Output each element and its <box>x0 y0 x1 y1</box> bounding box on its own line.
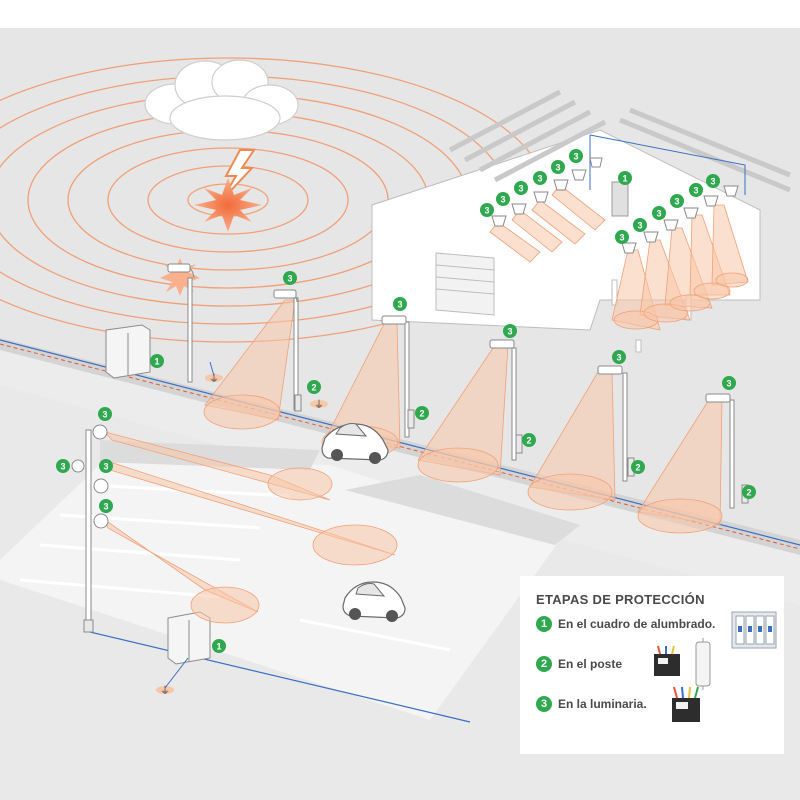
svg-text:3: 3 <box>555 163 560 173</box>
svg-text:3: 3 <box>397 300 402 310</box>
svg-text:3: 3 <box>103 462 108 472</box>
svg-text:⏚: ⏚ <box>209 373 219 385</box>
svg-text:3: 3 <box>518 184 523 194</box>
svg-text:1: 1 <box>622 174 627 184</box>
legend-item-label: En el cuadro de alumbrado. <box>558 617 716 631</box>
svg-text:3: 3 <box>693 186 698 196</box>
legend-item-label: En el poste <box>558 657 623 671</box>
din-rail-surge-protector-icon <box>731 611 777 649</box>
stage-1-badge: 1 <box>536 616 552 632</box>
badge-stage-3: 3 <box>533 171 547 185</box>
badge-stage-3: 3 <box>652 206 666 220</box>
badge-stage-3: 3 <box>722 376 736 390</box>
svg-text:3: 3 <box>484 206 489 216</box>
protection-stages-legend: ETAPAS DE PROTECCIÓN 1 En el cuadro de a… <box>520 576 784 754</box>
badge-stage-3: 3 <box>569 149 583 163</box>
svg-text:3: 3 <box>507 327 512 337</box>
stage-2-badge: 2 <box>536 656 552 672</box>
badge-stage-2: 2 <box>631 460 645 474</box>
badge-stage-3: 3 <box>283 271 297 285</box>
badge-stage-2: 2 <box>742 485 756 499</box>
svg-text:2: 2 <box>635 463 640 473</box>
car-in-parking <box>342 581 406 622</box>
badge-stage-3: 3 <box>633 218 647 232</box>
badge-stage-3: 3 <box>480 203 494 217</box>
svg-text:2: 2 <box>311 383 316 393</box>
badge-stage-2: 2 <box>307 380 321 394</box>
lighting-cabinet-top <box>105 324 151 379</box>
pole-surge-module-icon <box>654 645 680 676</box>
legend-title: ETAPAS DE PROTECCIÓN <box>536 592 705 607</box>
badge-stage-2: 2 <box>415 406 429 420</box>
svg-text:3: 3 <box>726 379 731 389</box>
badge-stage-3: 3 <box>706 174 720 188</box>
svg-text:3: 3 <box>102 410 107 420</box>
badge-stage-3: 3 <box>551 160 565 174</box>
badge-stage-1: 1 <box>150 354 164 368</box>
svg-text:3: 3 <box>500 195 505 205</box>
badge-stage-1: 1 <box>212 639 226 653</box>
badge-stage-3: 3 <box>393 297 407 311</box>
lighting-cabinet-bottom <box>167 611 211 665</box>
interior-lamps <box>491 157 739 254</box>
pole-surge-cartridge-icon <box>695 638 711 690</box>
legend-item-stage-3: 3 En la luminaria. <box>536 696 647 712</box>
badge-stage-3: 3 <box>99 499 113 513</box>
badge-stage-3: 3 <box>615 230 629 244</box>
badge-stage-3: 3 <box>514 181 528 195</box>
storm-cloud <box>144 59 299 141</box>
svg-text:3: 3 <box>287 274 292 284</box>
badge-stage-3: 3 <box>612 350 626 364</box>
svg-text:2: 2 <box>526 436 531 446</box>
badge-stage-3: 3 <box>496 192 510 206</box>
legend-item-label: En la luminaria. <box>558 697 647 711</box>
svg-text:1: 1 <box>154 357 159 367</box>
svg-text:⏚: ⏚ <box>160 685 170 697</box>
badge-stage-3: 3 <box>670 194 684 208</box>
svg-text:3: 3 <box>656 209 661 219</box>
street-light-poles <box>71 263 735 631</box>
svg-text:3: 3 <box>619 233 624 243</box>
badge-stage-2: 2 <box>522 433 536 447</box>
svg-text:3: 3 <box>103 502 108 512</box>
svg-text:⏚: ⏚ <box>314 399 324 411</box>
badge-stage-3: 3 <box>98 407 112 421</box>
protection-stage-badges: 1 1 1 2 2 2 2 2 3 3 3 3 3 3 3 3 3 3 3 3 … <box>56 149 756 653</box>
badge-stage-3: 3 <box>99 459 113 473</box>
badge-stage-3: 3 <box>689 183 703 197</box>
ground-electrodes: ⏚ ⏚ ⏚ <box>156 373 328 697</box>
svg-text:2: 2 <box>419 409 424 419</box>
svg-text:2: 2 <box>746 488 751 498</box>
stage-3-badge: 3 <box>536 696 552 712</box>
luminaire-surge-module-icon <box>672 686 700 722</box>
building-light-cones <box>489 184 749 331</box>
badge-stage-3: 3 <box>56 459 70 473</box>
svg-text:3: 3 <box>60 462 65 472</box>
svg-text:3: 3 <box>616 353 621 363</box>
svg-text:3: 3 <box>710 177 715 187</box>
svg-text:3: 3 <box>537 174 542 184</box>
svg-text:3: 3 <box>573 152 578 162</box>
legend-item-stage-1: 1 En el cuadro de alumbrado. <box>536 616 715 632</box>
svg-text:1: 1 <box>216 642 221 652</box>
badge-stage-1: 1 <box>618 171 632 185</box>
legend-item-stage-2: 2 En el poste <box>536 656 622 672</box>
car-on-road <box>321 423 389 464</box>
svg-text:3: 3 <box>637 221 642 231</box>
svg-text:3: 3 <box>674 197 679 207</box>
badge-stage-3: 3 <box>503 324 517 338</box>
